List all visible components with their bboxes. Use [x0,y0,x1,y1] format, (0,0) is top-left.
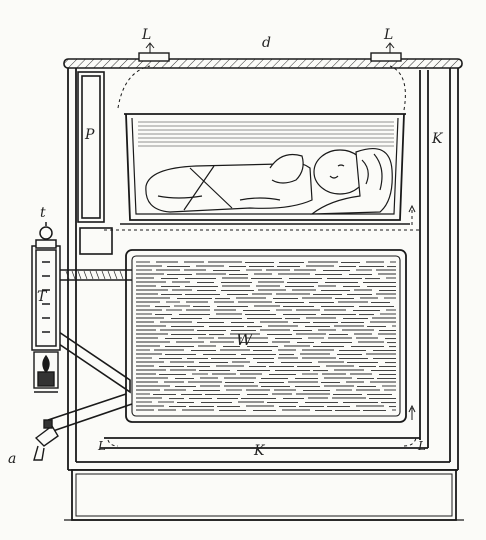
chamber-shading [138,121,394,147]
label-L-bottom-left: L [98,439,106,453]
label-d: d [262,35,271,51]
drain-tap[interactable] [33,419,59,461]
water-shading [136,261,396,412]
cabinet-walls [67,68,459,471]
baby-figure [145,148,393,215]
thermometer [31,222,61,351]
lid [63,42,463,69]
hot-air-flue [77,71,113,255]
airflow-arrow-up [408,204,416,213]
label-L-right: L [384,27,394,43]
label-L-bottom-right: L [418,439,426,453]
base-drawer[interactable] [64,469,464,521]
pipes [47,269,133,433]
label-K-right: K [432,131,443,147]
lamp [33,351,59,393]
bottom-airflow [107,437,417,447]
label-t: t [40,205,46,221]
label-a: a [8,451,17,467]
label-L-left: L [142,27,152,43]
baby-chamber [120,113,410,225]
airflow-lines [104,65,420,231]
water-tank [125,249,416,423]
pipe-shading [65,270,124,280]
label-T: T [37,289,47,305]
label-W: W [236,330,253,349]
label-K-bottom: K [254,443,265,459]
label-P: P [85,127,95,143]
